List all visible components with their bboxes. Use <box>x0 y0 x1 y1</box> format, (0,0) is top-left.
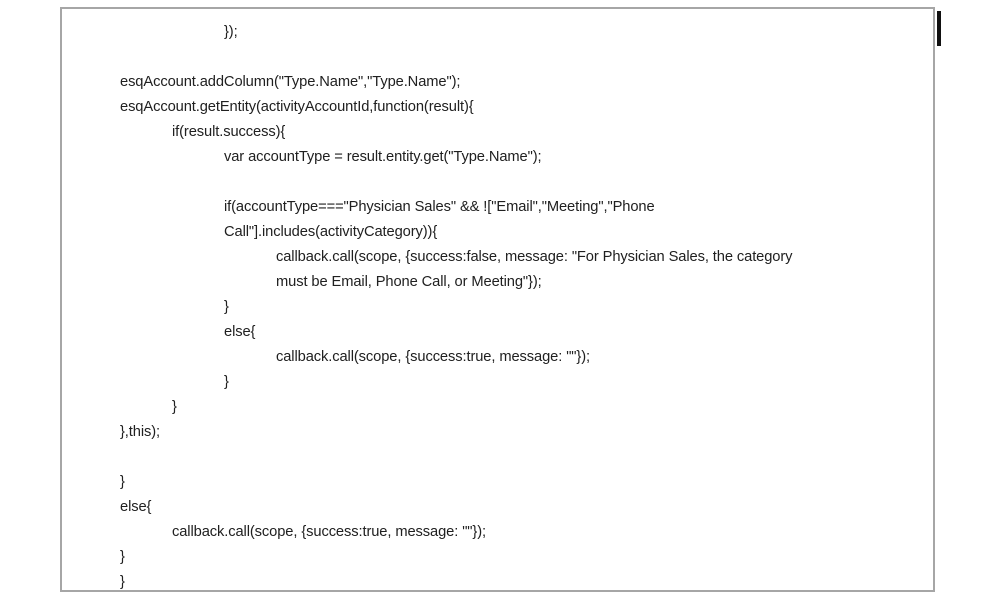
code-block-container: }); esqAccount.addColumn("Type.Name","Typ… <box>60 7 935 592</box>
code-line: callback.call(scope, {success:true, mess… <box>172 524 487 540</box>
code-line: if(result.success){ <box>172 124 286 140</box>
code-line: var accountType = result.entity.get("Typ… <box>224 149 542 165</box>
code-line: } <box>120 549 125 565</box>
code-line: callback.call(scope, {success:false, mes… <box>276 249 793 265</box>
code-line: } <box>224 374 229 390</box>
code-line: } <box>224 299 229 315</box>
code-line: must be Email, Phone Call, or Meeting"})… <box>276 274 542 290</box>
code-line: } <box>120 574 125 590</box>
code-line: else{ <box>120 499 152 515</box>
code-line: else{ <box>224 324 256 340</box>
code-line: esqAccount.addColumn("Type.Name","Type.N… <box>120 74 461 90</box>
code-line: if(accountType==="Physician Sales" && ![… <box>224 199 655 215</box>
code-listing: }); esqAccount.addColumn("Type.Name","Typ… <box>62 9 933 590</box>
code-line: callback.call(scope, {success:true, mess… <box>276 349 591 365</box>
code-line: }); <box>224 24 238 40</box>
code-blank-line <box>62 445 933 470</box>
code-line: } <box>120 474 125 490</box>
code-line: esqAccount.getEntity(activityAccountId,f… <box>120 99 474 115</box>
text-cursor-caret <box>937 11 941 46</box>
code-line: } <box>172 399 177 415</box>
code-line: Call"].includes(activityCategory)){ <box>224 224 438 240</box>
code-blank-line <box>62 170 933 195</box>
code-line: },this); <box>120 424 161 440</box>
code-blank-line <box>62 45 933 70</box>
